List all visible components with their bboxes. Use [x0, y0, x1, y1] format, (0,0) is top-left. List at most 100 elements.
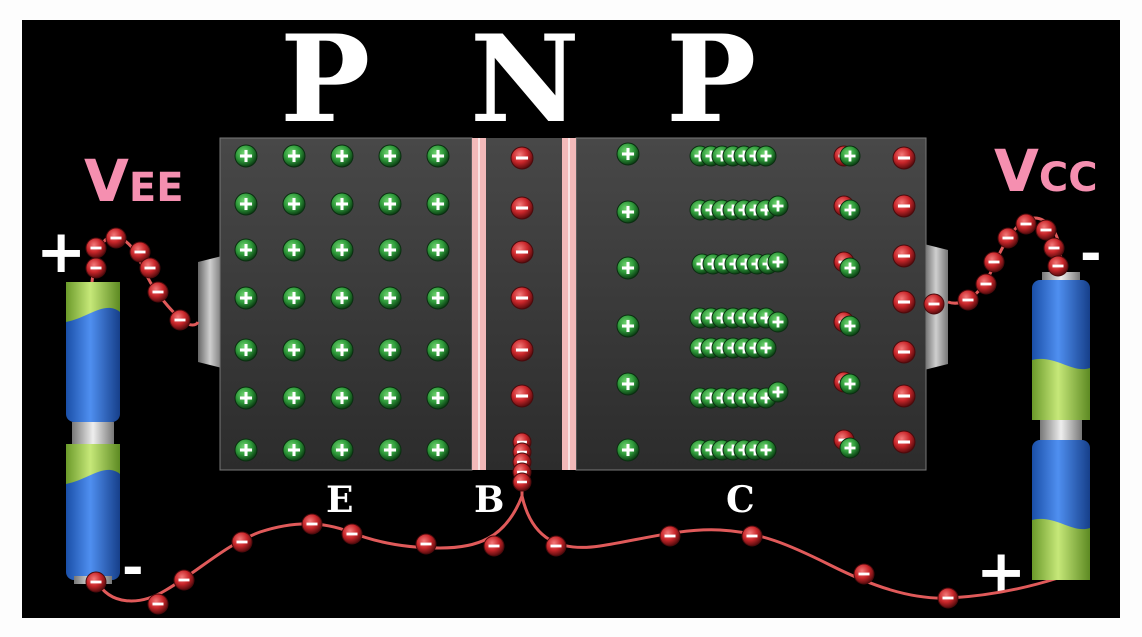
hole-particle: [234, 386, 258, 410]
hole-particle: [378, 438, 402, 462]
hole-particle: [330, 286, 354, 310]
hole-particle: [234, 286, 258, 310]
hole-particle: [426, 438, 450, 462]
electron-particle: [415, 533, 437, 555]
collector-region: [575, 137, 927, 471]
hole-particle: [282, 238, 306, 262]
electron-particle: [1043, 237, 1065, 259]
hole-particle: [330, 438, 354, 462]
electron-particle: [510, 384, 534, 408]
vee-main: V: [84, 147, 129, 215]
hole-particle: [616, 372, 640, 396]
hole-particle: [378, 238, 402, 262]
region-label-n-base: N: [470, 9, 580, 150]
hole-particle: [616, 256, 640, 280]
hole-particle: [234, 338, 258, 362]
vcc-main: V: [994, 137, 1039, 205]
hole-particle: [330, 192, 354, 216]
hole-particle: [755, 337, 777, 359]
hole-particle: [330, 144, 354, 168]
hole-particle: [378, 144, 402, 168]
electron-particle: [105, 227, 127, 249]
electron-particle: [510, 240, 534, 264]
electron-particle: [975, 273, 997, 295]
electron-particle: [85, 237, 107, 259]
electron-particle: [892, 340, 916, 364]
electron-particle: [892, 384, 916, 408]
hole-particle: [282, 192, 306, 216]
hole-particle: [378, 286, 402, 310]
electron-particle: [659, 525, 681, 547]
vcc-label: VCC: [994, 142, 1098, 200]
hole-particle: [282, 338, 306, 362]
electron-particle: [923, 293, 945, 315]
hole-particle: [616, 438, 640, 462]
electron-particle: [169, 309, 191, 331]
hole-particle: [234, 192, 258, 216]
emitter-base-wire: [94, 495, 524, 603]
region-label-p-emitter: P: [280, 9, 371, 150]
hole-particle: [234, 238, 258, 262]
charge-carriers: [85, 142, 1069, 615]
electron-particle: [301, 513, 323, 535]
electron-particle: [510, 286, 534, 310]
hole-particle: [330, 338, 354, 362]
vee-battery: [66, 282, 120, 584]
hole-particle: [839, 257, 861, 279]
electron-particle: [341, 523, 363, 545]
hole-particle: [426, 238, 450, 262]
electron-particle: [510, 338, 534, 362]
electron-particle: [512, 472, 532, 492]
electron-particle: [892, 146, 916, 170]
electron-particle: [1035, 219, 1057, 241]
electron-particle: [892, 194, 916, 218]
electron-particle: [957, 289, 979, 311]
base-collector-wire: [520, 495, 1059, 600]
electron-particle: [545, 535, 567, 557]
electron-particle: [892, 244, 916, 268]
electron-particle: [997, 227, 1019, 249]
hole-particle: [234, 438, 258, 462]
hole-particle: [282, 286, 306, 310]
electron-particle: [147, 593, 169, 615]
left-battery-minus-sign: -: [122, 538, 144, 598]
hole-particle: [839, 373, 861, 395]
hole-particle: [839, 145, 861, 167]
hole-particle: [755, 439, 777, 461]
hole-particle: [378, 386, 402, 410]
hole-particle: [330, 386, 354, 410]
electron-particle: [483, 535, 505, 557]
terminal-label-emitter: E: [326, 479, 354, 521]
hole-particle: [767, 311, 789, 333]
electron-particle: [147, 281, 169, 303]
vee-subscript: EE: [128, 165, 184, 211]
hole-particle: [234, 144, 258, 168]
hole-particle: [426, 338, 450, 362]
electron-particle: [892, 290, 916, 314]
terminal-label-collector: C: [726, 479, 755, 521]
hole-particle: [378, 192, 402, 216]
hole-particle: [616, 200, 640, 224]
hole-particle: [426, 192, 450, 216]
hole-particle: [755, 145, 777, 167]
electron-particle: [85, 571, 107, 593]
hole-particle: [282, 438, 306, 462]
electron-particle: [1015, 213, 1037, 235]
hole-particle: [426, 386, 450, 410]
hole-particle: [378, 338, 402, 362]
hole-particle: [767, 381, 789, 403]
hole-particle: [616, 142, 640, 166]
hole-particle: [767, 251, 789, 273]
electron-particle: [85, 257, 107, 279]
hole-particle: [330, 238, 354, 262]
vee-label: VEE: [84, 152, 184, 210]
right-battery-minus-sign: -: [1080, 224, 1102, 284]
hole-particle: [839, 315, 861, 337]
hole-particle: [282, 386, 306, 410]
hole-particle: [839, 199, 861, 221]
terminal-label-base: B: [474, 479, 505, 521]
vcc-subscript: CC: [1038, 155, 1098, 201]
electron-particle: [510, 146, 534, 170]
